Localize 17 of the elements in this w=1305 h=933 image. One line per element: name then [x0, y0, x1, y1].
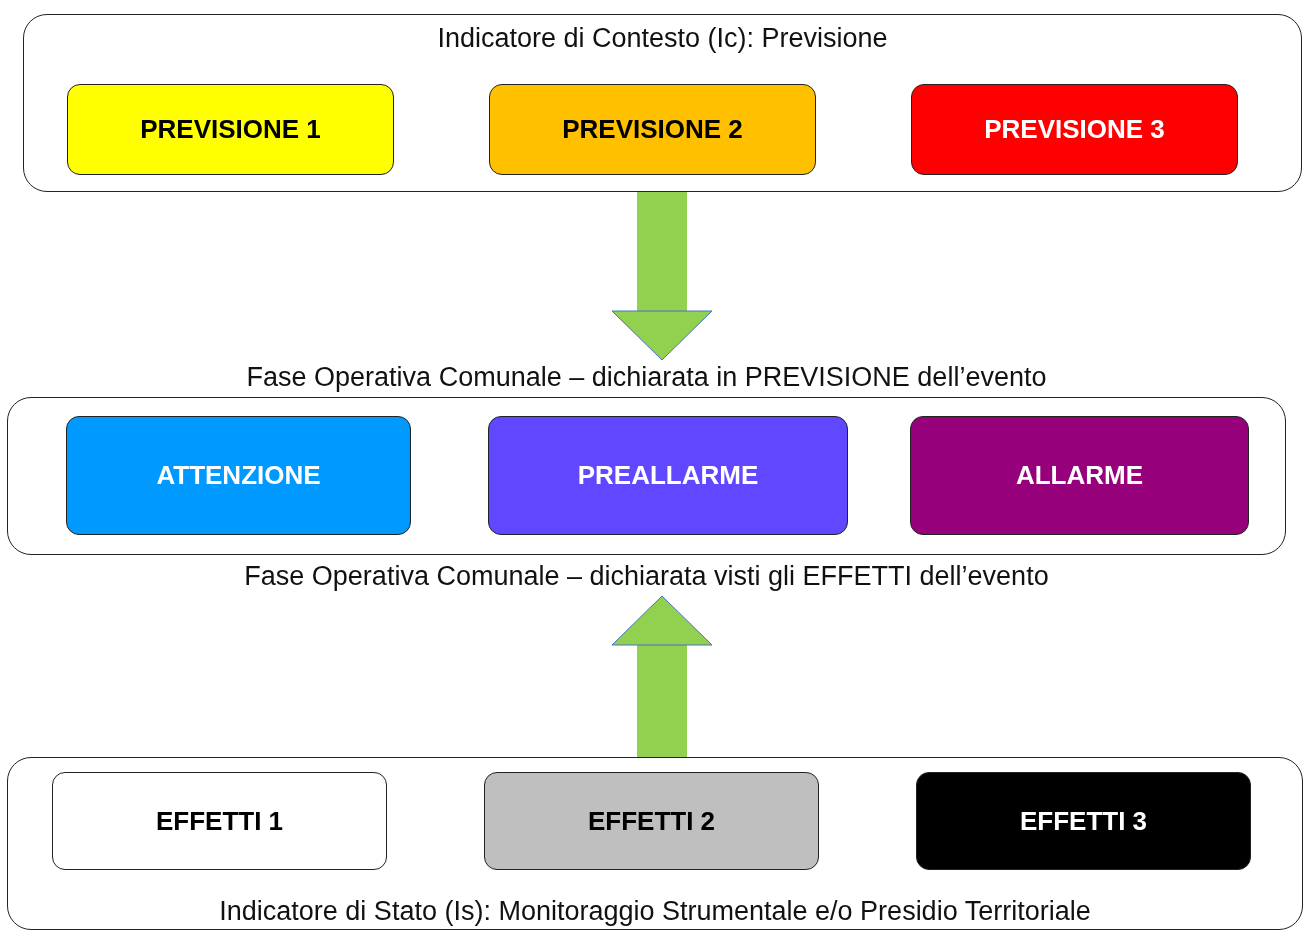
- level-box: EFFETTI 2: [484, 772, 819, 870]
- level-box: ATTENZIONE: [66, 416, 411, 535]
- level-box: EFFETTI 3: [916, 772, 1251, 870]
- group-heading: Indicatore di Stato (Is): Monitoraggio Strumentale e/o Presidio Territoriale: [219, 896, 1091, 927]
- level-box: ALLARME: [910, 416, 1249, 535]
- group-panel: [7, 757, 1303, 930]
- block-arrow: [611, 595, 713, 757]
- group-heading: Indicatore di Contesto (Ic): Previsione: [437, 23, 888, 54]
- level-box: PREVISIONE 2: [489, 84, 816, 175]
- level-box: PREALLARME: [488, 416, 848, 535]
- level-box: PREVISIONE 3: [911, 84, 1238, 175]
- group-panel: [23, 14, 1302, 192]
- level-box: EFFETTI 1: [52, 772, 387, 870]
- group-heading: Fase Operativa Comunale – dichiarata in PREVISIONE dell’evento: [246, 362, 1047, 393]
- block-arrow: [611, 192, 713, 361]
- group-heading: Fase Operativa Comunale – dichiarata visti gli EFFETTI dell’evento: [244, 561, 1049, 592]
- level-box: PREVISIONE 1: [67, 84, 394, 175]
